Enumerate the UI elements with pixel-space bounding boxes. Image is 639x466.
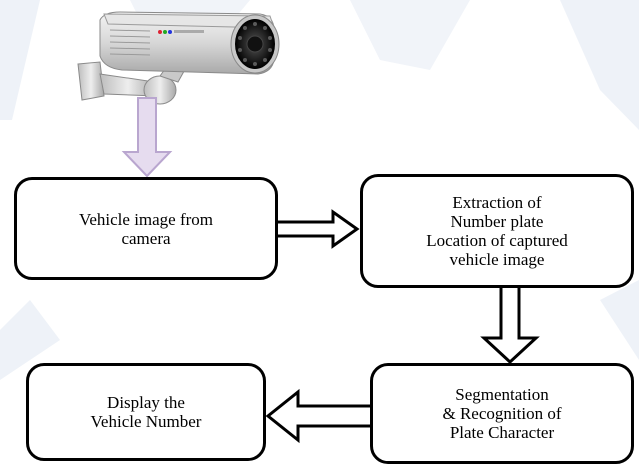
arrow-segmentation-to-display <box>265 388 370 444</box>
node-vehicle-image-label: Vehicle image from camera <box>78 209 214 248</box>
node-segmentation: Segmentation & Recognition of Plate Char… <box>370 363 634 464</box>
node-segmentation-label: Segmentation & Recognition of Plate Char… <box>442 385 562 442</box>
cctv-camera-icon <box>77 11 280 105</box>
arrow-camera-to-vehicle-image <box>121 97 173 178</box>
node-display-label: Display the Vehicle Number <box>90 393 202 431</box>
arrow-extraction-to-segmentation <box>480 288 540 365</box>
node-vehicle-image: Vehicle image from camera <box>14 177 278 280</box>
arrow-vehicle-image-to-extraction <box>278 209 360 249</box>
node-extraction-label: Extraction of Number plate Location of c… <box>426 193 568 269</box>
node-display: Display the Vehicle Number <box>26 363 266 461</box>
node-extraction: Extraction of Number plate Location of c… <box>360 174 634 288</box>
